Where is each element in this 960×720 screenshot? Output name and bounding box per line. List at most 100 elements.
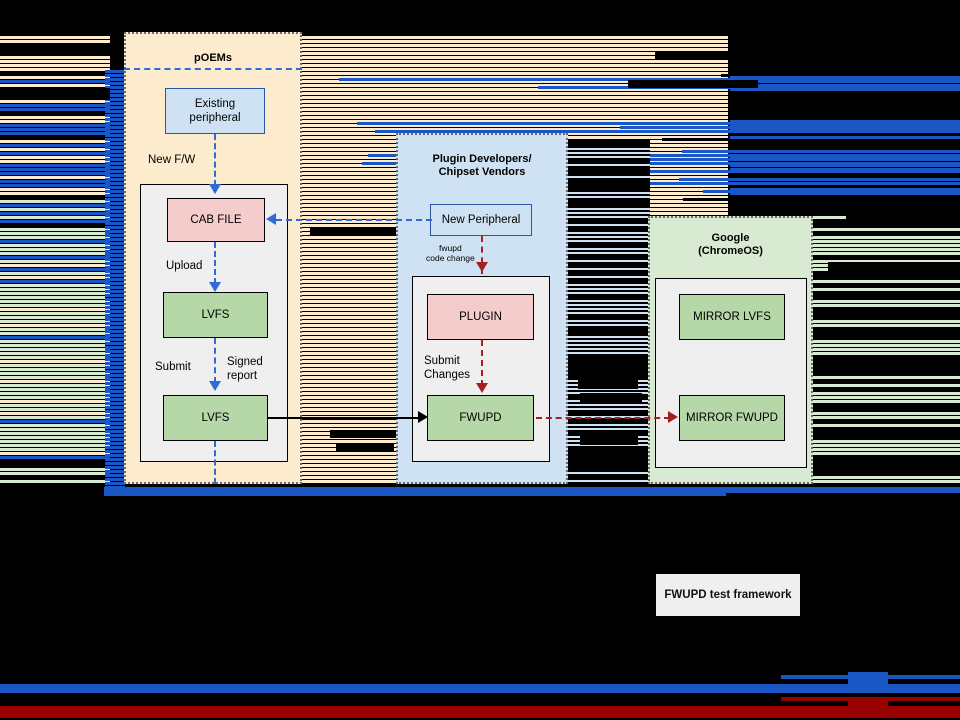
glitch-line <box>302 420 396 423</box>
glitch-line <box>0 80 110 83</box>
glitch-line <box>105 342 125 345</box>
edge-lvfs-to-fwupd-arrowhead <box>418 411 428 423</box>
glitch-line <box>568 356 650 359</box>
node-plugin[interactable]: PLUGIN <box>427 294 534 340</box>
glitch-line <box>682 150 960 153</box>
glitch-line <box>105 242 125 245</box>
glitch-line <box>730 80 960 83</box>
glitch-line <box>813 440 960 443</box>
glitch-line <box>568 246 650 248</box>
glitch-line <box>0 168 110 171</box>
glitch-line <box>0 228 110 231</box>
glitch-line <box>302 312 396 315</box>
glitch-line <box>0 424 110 427</box>
glitch-line <box>568 226 650 228</box>
glitch-line <box>105 446 125 449</box>
glitch-line <box>730 84 960 87</box>
node-mirror-fwupd[interactable]: MIRROR FWUPD <box>679 395 785 441</box>
glitch-line <box>105 138 125 141</box>
glitch-line <box>813 284 960 287</box>
glitch-line <box>0 476 110 479</box>
glitch-line <box>105 306 125 309</box>
glitch-line <box>730 88 960 91</box>
glitch-line <box>302 372 396 375</box>
glitch-line <box>813 360 960 363</box>
glitch-line <box>848 697 888 711</box>
node-new-peripheral[interactable]: New Peripheral <box>430 204 532 236</box>
glitch-line <box>105 450 125 453</box>
node-lvfs-upload[interactable]: LVFS <box>163 292 268 338</box>
glitch-line <box>568 412 650 415</box>
glitch-line <box>0 392 105 395</box>
node-fwupd[interactable]: FWUPD <box>427 395 534 441</box>
glitch-line <box>568 162 650 164</box>
glitch-line <box>368 154 960 157</box>
glitch-line <box>0 260 110 263</box>
glitch-line <box>0 104 110 107</box>
glitch-line <box>568 344 650 347</box>
glitch-line <box>0 706 960 718</box>
node-existing-peripheral[interactable]: Existing peripheral <box>165 88 265 134</box>
glitch-line <box>0 432 110 435</box>
glitch-line <box>0 212 110 215</box>
edge-lvfs-to-lvfs <box>214 338 216 383</box>
glitch-line <box>568 306 650 308</box>
glitch-line <box>848 672 888 688</box>
node-mirror-lvfs[interactable]: MIRROR LVFS <box>679 294 785 340</box>
glitch-line <box>813 376 960 379</box>
glitch-line <box>568 204 650 207</box>
glitch-line <box>568 228 650 231</box>
glitch-line <box>0 308 110 311</box>
node-cab-file[interactable]: CAB FILE <box>167 198 265 242</box>
glitch-line <box>302 268 396 271</box>
glitch-line <box>568 476 650 479</box>
glitch-line <box>568 312 650 315</box>
glitch-line <box>580 393 642 402</box>
glitch-line <box>0 412 110 415</box>
glitch-line <box>0 252 105 255</box>
glitch-line <box>568 160 650 163</box>
glitch-line <box>302 52 728 55</box>
glitch-line <box>302 440 396 443</box>
glitch-line <box>105 226 125 229</box>
glitch-line <box>568 272 650 275</box>
glitch-line <box>568 168 650 171</box>
glitch-line <box>105 386 125 389</box>
glitch-line <box>0 296 105 299</box>
glitch-line <box>813 280 960 283</box>
glitch-line <box>568 298 650 300</box>
glitch-line <box>105 370 125 373</box>
edge-newperipheral-to-cabfile-arrowhead <box>266 213 276 225</box>
edge-newperipheral-to-cabfile <box>276 219 432 221</box>
glitch-line <box>0 200 110 203</box>
glitch-line <box>302 116 728 119</box>
glitch-line <box>813 336 960 339</box>
glitch-line <box>105 90 125 93</box>
glitch-line <box>568 472 650 475</box>
glitch-line <box>568 266 650 268</box>
glitch-line <box>568 140 650 143</box>
glitch-line <box>568 378 650 380</box>
glitch-line <box>105 274 125 277</box>
glitch-line <box>0 224 110 227</box>
glitch-line <box>302 356 396 359</box>
panel-poems-title: pOEMs <box>194 52 232 64</box>
node-lvfs-submit[interactable]: LVFS <box>163 395 268 441</box>
glitch-line <box>568 284 650 287</box>
glitch-line <box>0 300 105 303</box>
glitch-line <box>0 336 110 339</box>
glitch-line <box>813 260 960 263</box>
glitch-line <box>0 400 110 403</box>
glitch-line <box>105 210 125 213</box>
glitch-line <box>568 256 650 259</box>
glitch-line <box>568 264 650 267</box>
panel-google-title: Google (ChromeOS) <box>698 232 763 257</box>
label-submit-changes: Submit Changes <box>424 355 471 381</box>
glitch-line <box>105 322 125 325</box>
glitch-line <box>0 40 110 43</box>
glitch-line <box>0 456 110 459</box>
glitch-line <box>0 196 110 199</box>
glitch-line <box>0 404 105 407</box>
glitch-line <box>105 130 125 133</box>
